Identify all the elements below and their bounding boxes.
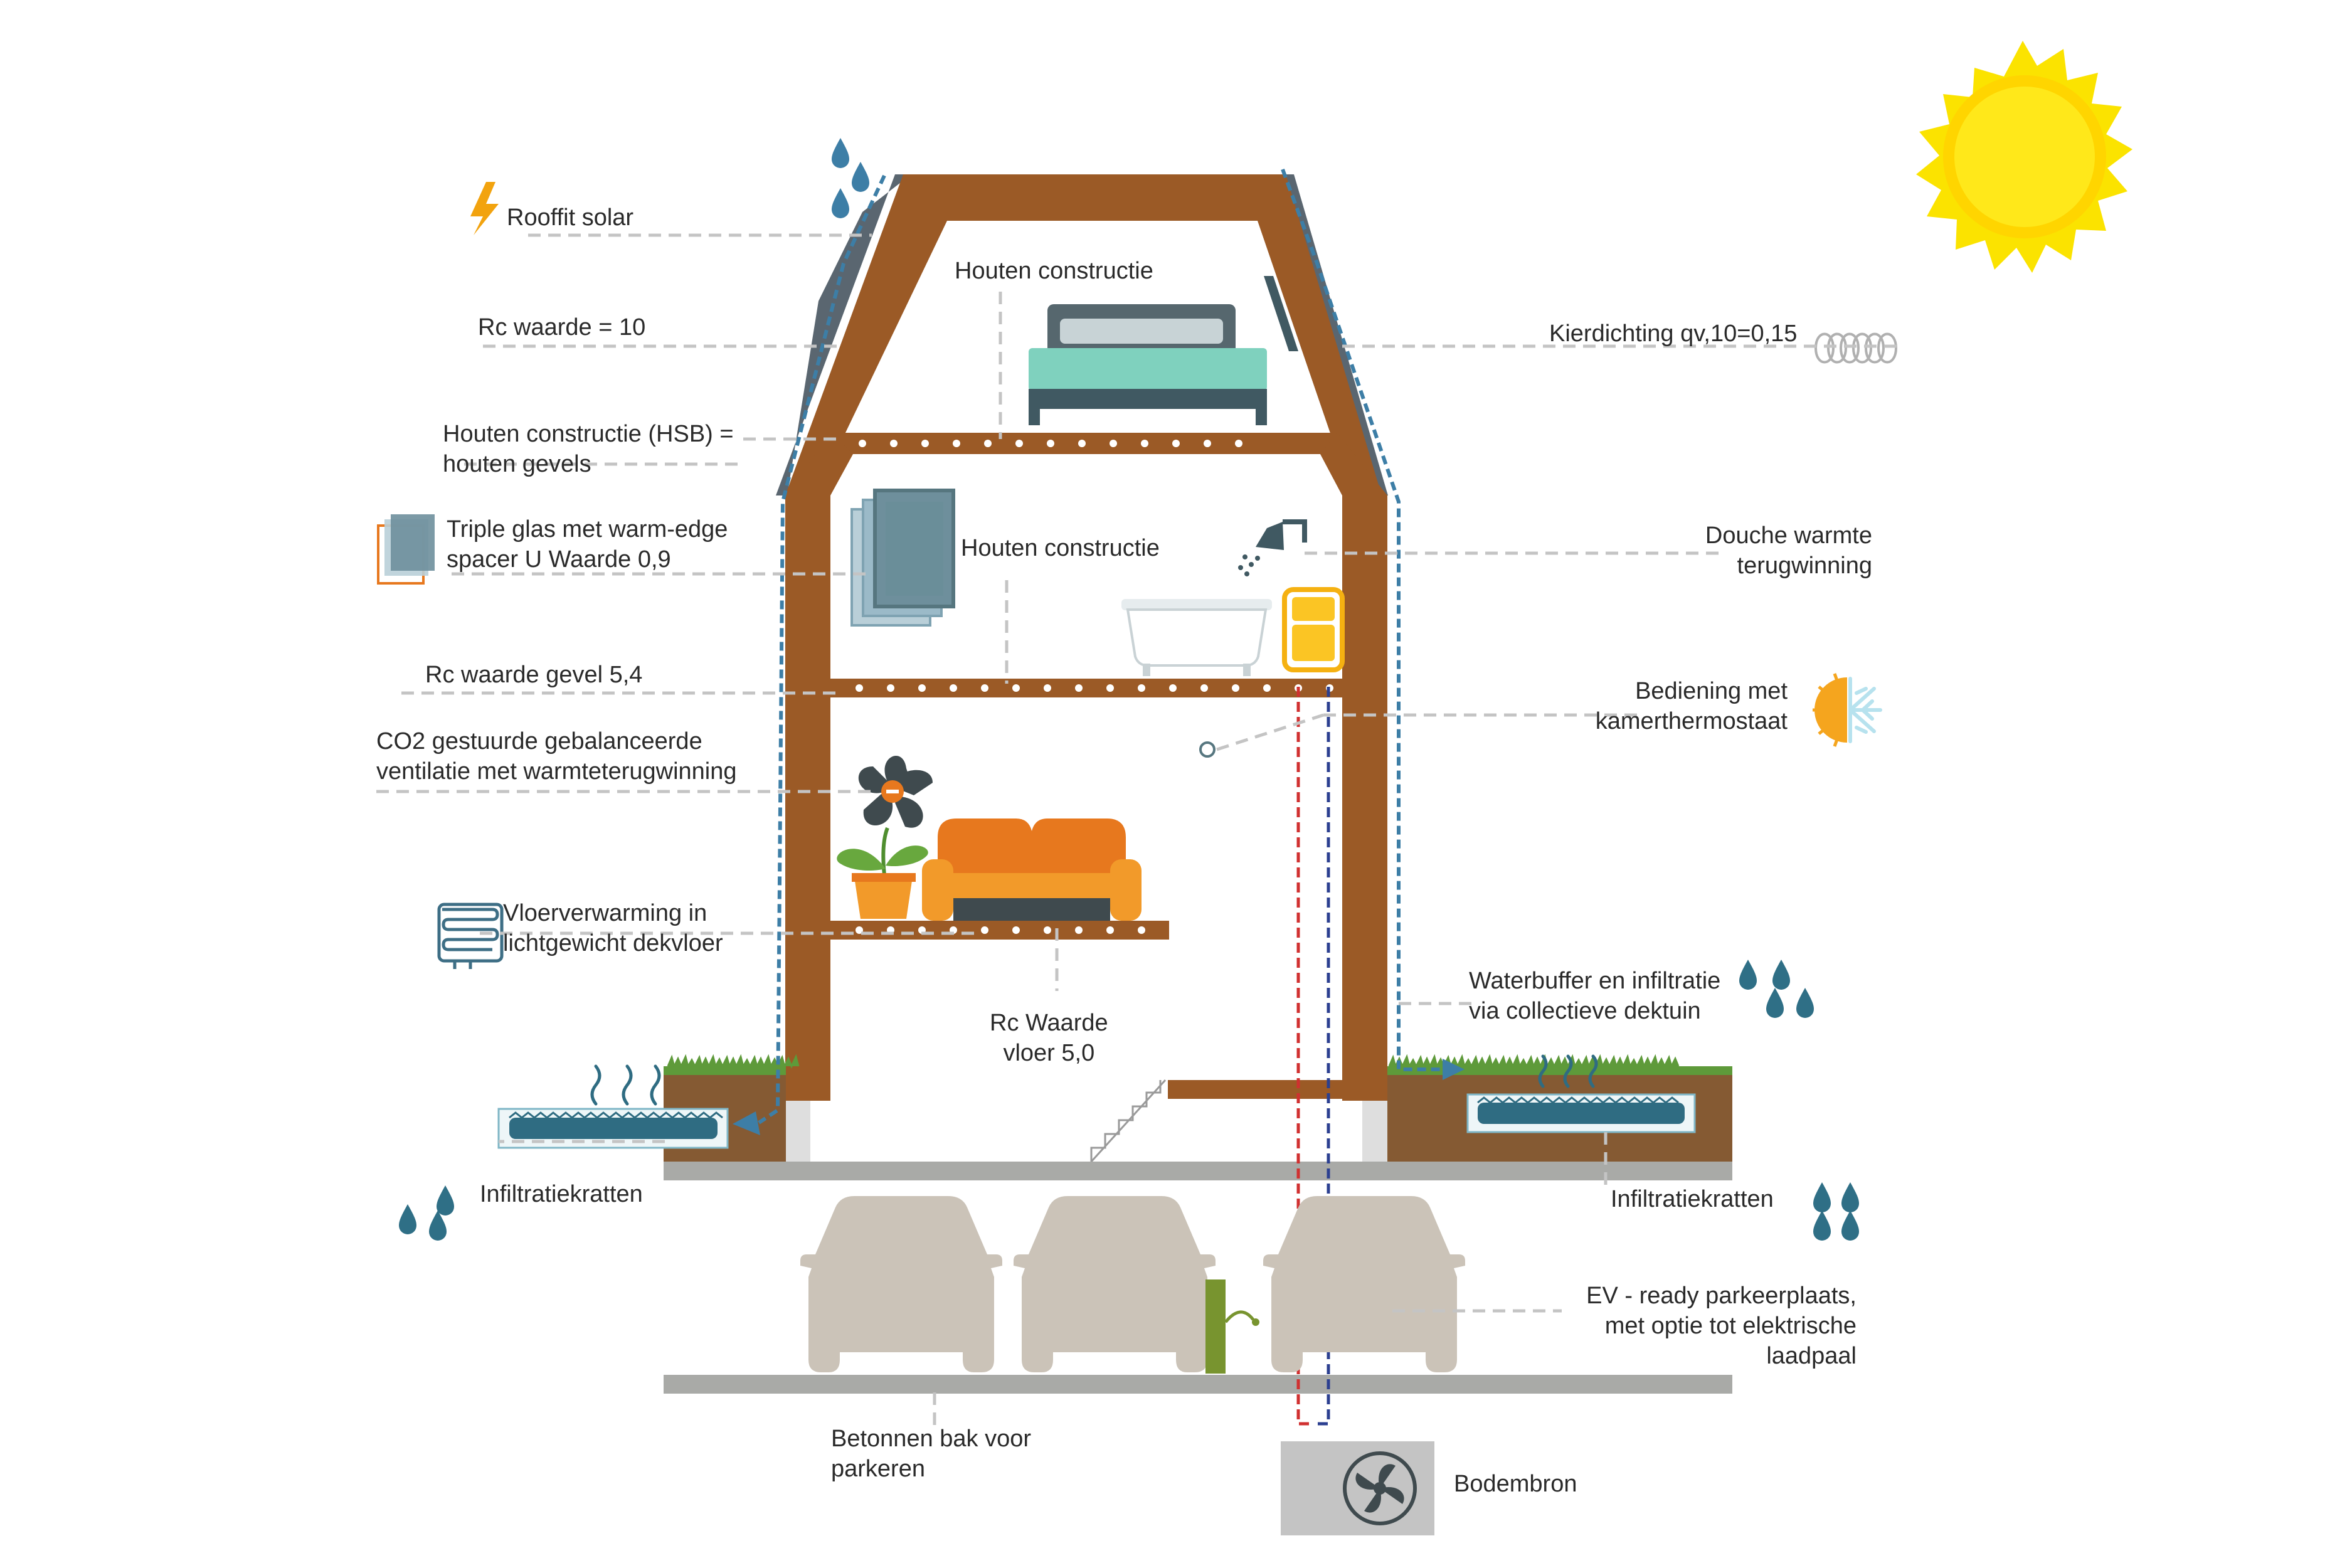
label-hsb: Houten constructie (HSB) = houten gevels — [443, 419, 734, 479]
label-shower-line1: Douche warmte — [1705, 522, 1872, 549]
sun-snowflake-icon — [1813, 673, 1882, 747]
label-wooden-construction-top: Houten constructie — [955, 258, 1153, 284]
charging-post-icon — [1205, 1279, 1259, 1374]
water-drops-dektuin-icon — [1739, 960, 1814, 1018]
water-flow-lines — [758, 168, 1443, 1125]
label-rc-floor-line1: Rc Waarde — [990, 1010, 1108, 1036]
ground-source-unit-icon — [1281, 1441, 1434, 1535]
label-co2-line1: CO2 gestuurde gebalanceerde — [376, 728, 702, 755]
label-water-buffer-line1: Waterbuffer en infiltratie — [1469, 968, 1721, 994]
thermostat-icon — [1199, 741, 1216, 758]
label-concrete-parking-line2: parkeren — [831, 1456, 925, 1482]
label-wooden-construction-mid: Houten constructie — [961, 535, 1160, 561]
label-rc-floor-line2: vloer 5,0 — [1003, 1040, 1095, 1066]
label-ev-line1: EV - ready parkeerplaats, — [1586, 1283, 1857, 1309]
label-water-buffer: Waterbuffer en infiltratie via collectie… — [1469, 966, 1720, 1026]
bed-icon — [1029, 304, 1267, 425]
bathtub-icon — [1121, 599, 1272, 676]
label-triple-glass-line2: spacer U Waarde 0,9 — [447, 546, 671, 573]
floor-insulation-dots — [856, 440, 1333, 934]
label-floor-heating-line1: Vloerverwarming in — [503, 900, 707, 926]
label-triple-glass: Triple glas met warm-edge spacer U Waard… — [447, 514, 728, 575]
heat-recovery-unit-icon — [1282, 587, 1345, 672]
label-thermostat-line1: Bediening met — [1635, 678, 1788, 704]
infiltration-crate-left — [497, 1108, 729, 1149]
label-rc-floor: Rc Waarde vloer 5,0 — [990, 1008, 1108, 1068]
label-air-sealing: Kierdichting qv,10=0,15 — [1549, 320, 1798, 347]
parking-slab — [664, 1375, 1732, 1394]
sofa-icon — [922, 818, 1142, 921]
evaporation-left-icon — [590, 1064, 661, 1106]
label-rc-gevel: Rc waarde gevel 5,4 — [425, 662, 643, 688]
lightning-bolt-icon — [470, 182, 499, 235]
label-water-buffer-line2: via collectieve dektuin — [1469, 998, 1701, 1024]
label-floor-heating: Vloerverwarming in lichtgewicht dekvloer — [503, 898, 723, 958]
floor-heating-icon — [437, 903, 504, 969]
label-shower-line2: terugwinning — [1737, 553, 1872, 579]
label-thermostat-line2: kamerthermostaat — [1595, 708, 1788, 734]
right-wall — [1342, 495, 1387, 1101]
label-rooffit-solar: Rooffit solar — [507, 204, 634, 231]
label-ground-source: Bodembron — [1454, 1471, 1577, 1497]
label-floor-heating-line2: lichtgewicht dekvloer — [503, 930, 723, 956]
infiltration-crate-right — [1466, 1093, 1696, 1133]
label-ev-line2: met optie tot elektrische — [1604, 1313, 1857, 1339]
triple-glass-window-icon — [850, 489, 955, 627]
car-icon-2 — [1014, 1196, 1216, 1372]
water-drops-left-icon — [399, 1185, 454, 1241]
water-drops-right-icon — [1813, 1182, 1859, 1241]
label-rc-roof: Rc waarde = 10 — [478, 314, 646, 341]
label-co2-ventilation: CO2 gestuurde gebalanceerde ventilatie m… — [376, 726, 737, 787]
water-drops-roof-icon — [832, 138, 869, 218]
house-frame — [776, 174, 1388, 1163]
evaporation-right-icon — [1538, 1054, 1598, 1088]
label-triple-glass-line1: Triple glas met warm-edge — [447, 516, 728, 543]
flow-arrow-right-icon — [1443, 1059, 1465, 1080]
car-icon-3 — [1263, 1196, 1465, 1372]
roof-window — [1264, 276, 1298, 351]
triple-glass-icon — [377, 514, 435, 585]
label-ev-line3: laadpaal — [1766, 1343, 1857, 1369]
shower-icon — [1238, 519, 1307, 576]
label-thermostat-control: Bediening met kamerthermostaat — [1537, 676, 1788, 736]
ground-slab — [664, 1162, 1732, 1180]
left-wall — [785, 495, 830, 1101]
label-hsb-line2: houten gevels — [443, 451, 591, 477]
car-icon-1 — [800, 1196, 1002, 1372]
label-ev-ready: EV - ready parkeerplaats, met optie tot … — [1537, 1281, 1857, 1371]
label-concrete-parking-line1: Betonnen bak voor — [831, 1426, 1032, 1452]
ground-source-pipes — [1296, 687, 1330, 1426]
label-shower-heat-recovery: Douche warmte terugwinning — [1593, 521, 1872, 581]
flow-arrow-left-icon — [733, 1111, 760, 1135]
label-infiltration-right: Infiltratiekratten — [1611, 1186, 1774, 1212]
label-co2-line2: ventilatie met warmteterugwinning — [376, 758, 737, 785]
stairs — [1090, 1079, 1167, 1163]
label-hsb-line1: Houten constructie (HSB) = — [443, 421, 734, 447]
air-seal-coil-icon — [1814, 332, 1898, 364]
leader-lines — [376, 233, 1900, 1427]
roof-edge — [776, 174, 911, 495]
sun-icon — [1916, 41, 2132, 273]
ventilation-fan-icon — [858, 755, 933, 828]
label-concrete-parking: Betonnen bak voor parkeren — [831, 1424, 1031, 1484]
label-infiltration-left: Infiltratiekratten — [480, 1181, 643, 1207]
plant-icon — [837, 827, 928, 919]
